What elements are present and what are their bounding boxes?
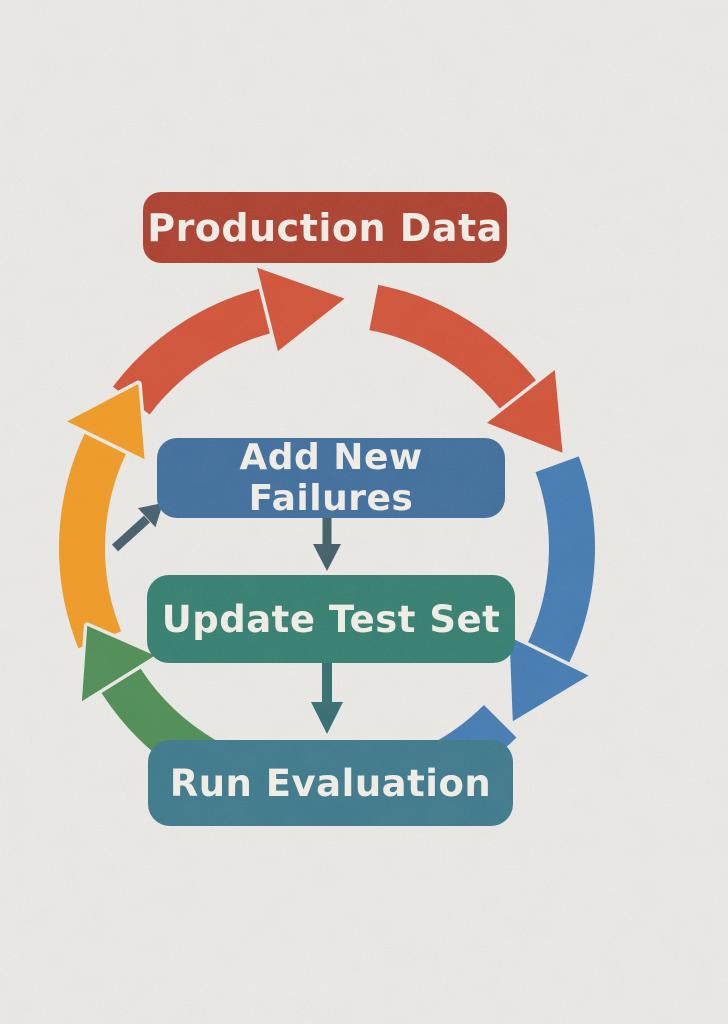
arrow-update-to-run-head-icon [311,702,343,734]
red-top-arrowhead-icon [253,264,348,355]
orange-left-arc [59,422,132,649]
production-data-label: Production Data [147,205,503,250]
run-evaluation-label: Run Evaluation [169,761,492,805]
red-top-right-arc [369,284,544,418]
blue-right-arc [522,456,595,674]
arrow-into-add-new-failures-shaft [111,515,151,552]
red-top-left-arc [112,285,282,415]
add-new-failures-label: Add New Failures [239,437,423,519]
update-test-set-label: Update Test Set [161,597,501,641]
arrow-add-to-update-head-icon [313,544,341,571]
